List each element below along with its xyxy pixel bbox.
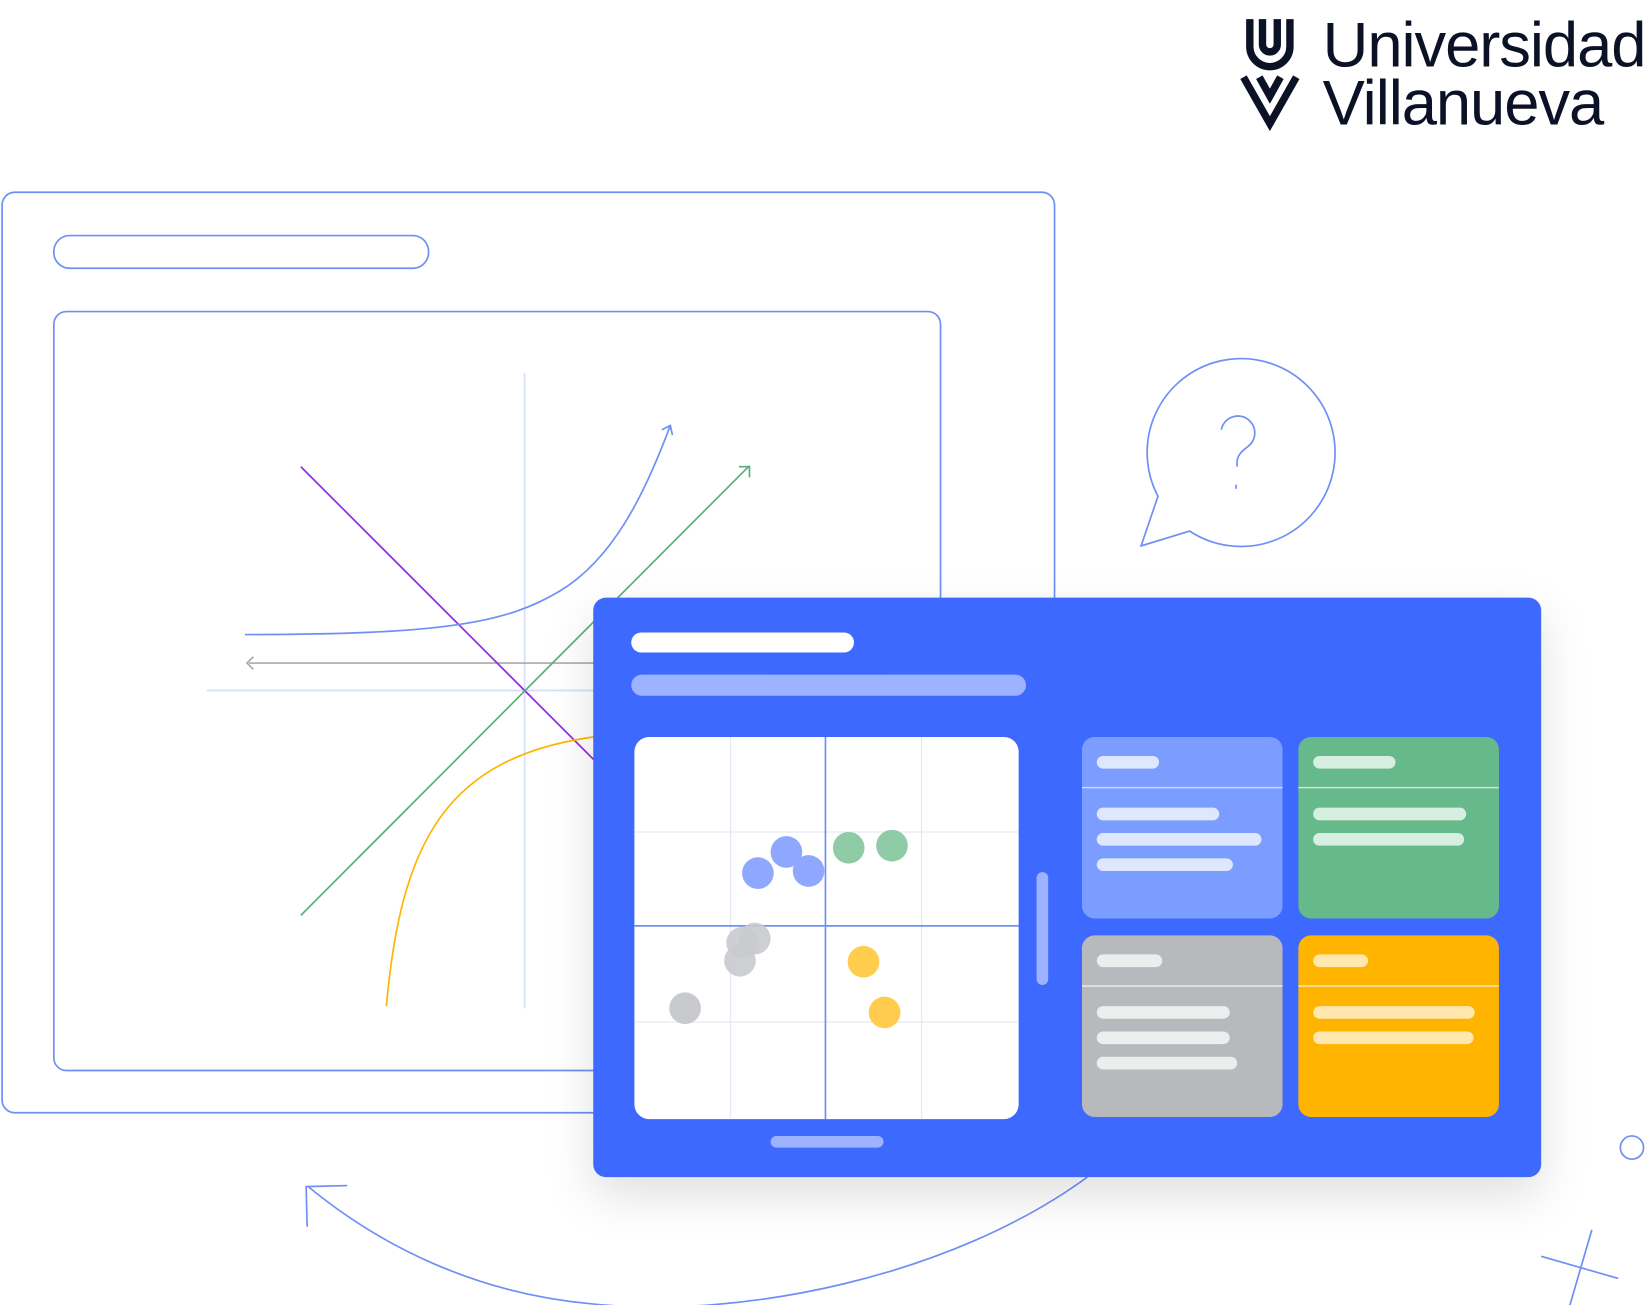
card-gray (1081, 935, 1283, 1117)
logo-mark-icon (1240, 19, 1300, 132)
purple-line (300, 466, 634, 800)
point-green (876, 829, 908, 862)
exponential-curve (244, 424, 674, 636)
point-gray (724, 944, 756, 977)
return-arrow (305, 1176, 1088, 1305)
point-blue (770, 836, 803, 868)
point-orange (847, 945, 880, 978)
function-plot (206, 372, 751, 1009)
point-orange (868, 996, 901, 1029)
card-orange (1298, 935, 1499, 1117)
dashboard-panel (593, 597, 1542, 1178)
logo-line-1: Universidad (1323, 11, 1646, 81)
panel-title-bar (631, 632, 854, 653)
point-blue (792, 855, 825, 887)
point-green (832, 831, 865, 864)
scatter-points (669, 829, 908, 1029)
panel-subtitle-bar (631, 674, 1027, 696)
horizontal-scrollbar[interactable] (770, 1135, 884, 1148)
green-line (300, 465, 751, 916)
decor-cross (1540, 1229, 1619, 1305)
card-green (1298, 736, 1499, 919)
card-blue (1081, 736, 1283, 919)
point-gray (669, 992, 701, 1025)
university-logo: Universidad Villanueva (1240, 11, 1646, 139)
decor-circle (1619, 1135, 1645, 1161)
orange-curve (385, 735, 602, 1007)
scatter-card (634, 736, 1019, 1120)
back-window-title-bar (52, 234, 430, 270)
vertical-scrollbar[interactable] (1036, 872, 1049, 986)
logo-line-2: Villanueva (1323, 69, 1605, 139)
point-blue (742, 857, 774, 889)
arrow-left-line (245, 656, 634, 670)
question-bubble-icon (1139, 357, 1336, 548)
